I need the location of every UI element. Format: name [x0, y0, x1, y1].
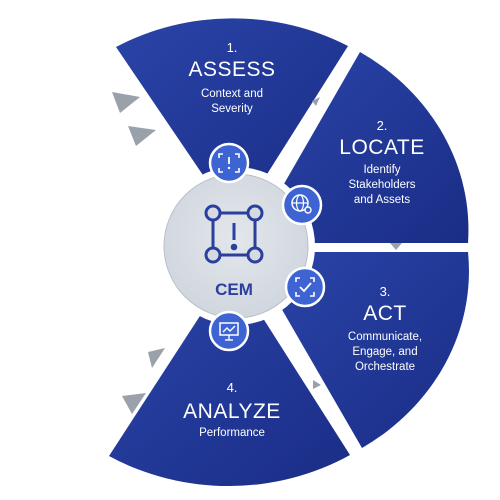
- arrow-sep-3: [313, 380, 321, 389]
- arrow-left-lower-1: [148, 348, 165, 368]
- assess-subtitle-line-1: Context and: [201, 88, 263, 100]
- act-subtitle-line-2: Engage, and: [352, 346, 417, 358]
- analyze-number: 4.: [227, 380, 238, 395]
- arrow-sep-2: [390, 243, 402, 250]
- locate-title: LOCATE: [339, 136, 424, 159]
- assess-title: ASSESS: [188, 58, 275, 81]
- assess-subtitle-line-2: Severity: [211, 103, 253, 115]
- presentation-chart-icon: [208, 310, 250, 352]
- act-title: ACT: [363, 302, 407, 325]
- arrow-sep-1: [312, 97, 320, 106]
- act-subtitle-line-3: Orchestrate: [355, 361, 415, 373]
- arrow-left-upper-1: [112, 92, 140, 113]
- segment-analyze: [109, 282, 350, 487]
- scan-check-icon: [284, 266, 326, 308]
- locate-subtitle-line-3: and Assets: [354, 194, 411, 206]
- analyze-title: ANALYZE: [183, 400, 281, 423]
- globe-location-icon: [281, 184, 323, 226]
- center-label: CEM: [215, 280, 253, 299]
- alert-network-icon: [204, 204, 264, 264]
- face-scan-alert-icon: [208, 142, 250, 184]
- assess-number: 1.: [227, 40, 238, 55]
- segment-assess: [116, 18, 348, 210]
- act-subtitle-line-1: Communicate,: [348, 331, 422, 343]
- arrow-left-upper-2: [128, 126, 156, 146]
- act-number: 3.: [380, 284, 391, 299]
- locate-subtitle-line-1: Identify: [363, 164, 400, 176]
- arrow-left-lower-2: [122, 393, 146, 414]
- analyze-subtitle-line-1: Performance: [199, 427, 265, 439]
- locate-subtitle-line-2: Stakeholders: [348, 179, 415, 191]
- locate-number: 2.: [377, 118, 388, 133]
